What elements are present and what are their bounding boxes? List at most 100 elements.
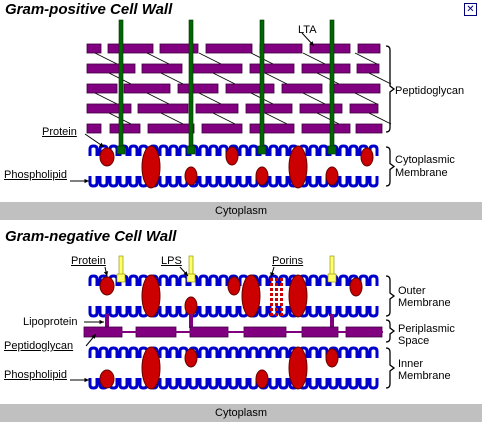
peptidoglycan-strand bbox=[301, 63, 351, 74]
peptidoglycan-strand bbox=[356, 63, 380, 74]
peptidoglycan-strand bbox=[249, 63, 295, 74]
lps-link[interactable]: LPS bbox=[161, 255, 182, 267]
cytoplasmic-membrane-label-1: Cytoplasmic bbox=[395, 154, 455, 166]
peptidoglycan-strand bbox=[281, 83, 323, 94]
membrane-protein bbox=[255, 166, 269, 186]
lta-pointer-head bbox=[309, 41, 314, 46]
protein-pointer-head bbox=[99, 142, 104, 147]
phospholipid-link[interactable]: Phospholipid bbox=[4, 169, 67, 181]
lps-strand bbox=[329, 255, 335, 277]
peptidoglycan-strand bbox=[355, 123, 383, 134]
peptidoglycan-strand bbox=[177, 83, 219, 94]
inner-membrane-brace bbox=[385, 347, 396, 389]
peptidoglycan-strand bbox=[86, 123, 102, 134]
porins-pointer-head bbox=[270, 272, 275, 277]
peptidoglycan-strand bbox=[225, 83, 275, 94]
lipoprotein bbox=[105, 314, 109, 328]
lta-anchor bbox=[327, 145, 337, 155]
peptidoglycan-strand bbox=[107, 43, 154, 54]
peptidoglycan-strand bbox=[357, 43, 381, 54]
peptidoglycan-strand bbox=[301, 123, 351, 134]
gram-positive-title: Gram-positive Cell Wall bbox=[5, 1, 173, 18]
porins-link[interactable]: Porins bbox=[272, 255, 304, 267]
lta-strand bbox=[118, 19, 124, 149]
gram-positive-diagram bbox=[86, 19, 396, 189]
lps-pointer-head bbox=[183, 271, 188, 276]
peptidoglycan-negative-pointer-head bbox=[91, 334, 96, 339]
inner-membrane-label-1: Inner bbox=[398, 358, 424, 370]
lps-base bbox=[327, 273, 337, 283]
cytoplasmic-membrane-brace bbox=[385, 146, 396, 187]
outer-membrane-brace bbox=[385, 275, 396, 317]
porin-dot bbox=[280, 278, 283, 281]
peptidoglycan-link[interactable]: Peptidoglycan bbox=[4, 340, 74, 352]
outer-membrane-protein bbox=[184, 296, 198, 316]
inner-membrane-protein bbox=[325, 348, 339, 368]
inner-membrane-protein bbox=[99, 369, 115, 389]
peptidoglycan-label: Peptidoglycan bbox=[395, 85, 465, 97]
phospholipid-pointer-head bbox=[84, 178, 89, 184]
outer-membrane-protein bbox=[141, 274, 161, 318]
membrane-protein bbox=[99, 147, 115, 167]
peptidoglycan-strand bbox=[329, 83, 381, 94]
cytoplasmic-membrane-label-2: Membrane bbox=[395, 167, 448, 179]
inner-membrane-protein bbox=[288, 346, 308, 390]
lta-anchor bbox=[186, 145, 196, 155]
periplasmic-space-brace bbox=[385, 319, 396, 343]
cytoplasm-bar-negative: Cytoplasm bbox=[0, 404, 482, 422]
gram-negative-title: Gram-negative Cell Wall bbox=[5, 228, 177, 245]
porin-dot bbox=[280, 313, 283, 316]
phospholipid-negative-pointer-head bbox=[84, 377, 89, 383]
outer-membrane-protein bbox=[227, 276, 241, 296]
lta-strand bbox=[329, 19, 335, 149]
gram-negative-diagram bbox=[83, 255, 396, 390]
outer-membrane-inner-leaflet-tails bbox=[91, 300, 376, 306]
lta-anchor bbox=[257, 145, 267, 155]
close-icon[interactable]: ✕ bbox=[464, 3, 477, 16]
membrane-protein bbox=[184, 166, 198, 186]
porin-dot bbox=[270, 308, 273, 311]
outer-membrane-protein bbox=[99, 276, 115, 296]
lta-strand bbox=[188, 19, 194, 149]
porin-dot bbox=[275, 283, 278, 286]
phospholipid-link-negative[interactable]: Phospholipid bbox=[4, 369, 67, 381]
lipoprotein-label: Lipoprotein bbox=[23, 316, 78, 328]
peptidoglycan-strand bbox=[123, 83, 171, 94]
lta-anchor bbox=[116, 145, 126, 155]
peptidoglycan-strand bbox=[205, 43, 253, 54]
peptidoglycan-strand bbox=[86, 83, 118, 94]
inner-membrane-inner-leaflet bbox=[88, 378, 379, 390]
periplasmic-space-label-1: Periplasmic bbox=[398, 323, 455, 335]
inner-membrane-protein bbox=[255, 369, 269, 389]
lta-strand bbox=[259, 19, 265, 149]
protein-link-negative[interactable]: Protein bbox=[71, 255, 106, 267]
membrane-protein bbox=[360, 147, 374, 167]
porin-dot bbox=[270, 313, 273, 316]
outer-membrane-protein bbox=[349, 277, 363, 297]
protein-link[interactable]: Protein bbox=[42, 126, 77, 138]
porin-dot bbox=[280, 298, 283, 301]
peptidoglycan-strand bbox=[189, 63, 243, 74]
cytoplasm-bar-positive: Cytoplasm bbox=[0, 202, 482, 220]
porin-dot bbox=[275, 303, 278, 306]
inner-membrane-inner-leaflet-tails bbox=[91, 372, 376, 378]
porin-dot bbox=[270, 288, 273, 291]
peptidoglycan-strand bbox=[299, 103, 343, 114]
porin-dot bbox=[280, 283, 283, 286]
periplasmic-space-label-2: Space bbox=[398, 335, 430, 347]
inner-membrane-label-2: Membrane bbox=[398, 370, 451, 382]
peptidoglycan-strand bbox=[109, 123, 141, 134]
membrane-protein bbox=[288, 145, 308, 189]
peptidoglycan-strand bbox=[141, 63, 183, 74]
porin-dot bbox=[275, 298, 278, 301]
inner-membrane-protein bbox=[184, 348, 198, 368]
peptidoglycan-strand bbox=[259, 43, 303, 54]
porin-dot bbox=[270, 293, 273, 296]
porin-dot bbox=[275, 278, 278, 281]
peptidoglycan-strand bbox=[201, 123, 243, 134]
peptidoglycan-brace bbox=[385, 45, 396, 133]
lipoprotein bbox=[189, 314, 193, 328]
porin-dot bbox=[275, 293, 278, 296]
porin-dot bbox=[270, 298, 273, 301]
